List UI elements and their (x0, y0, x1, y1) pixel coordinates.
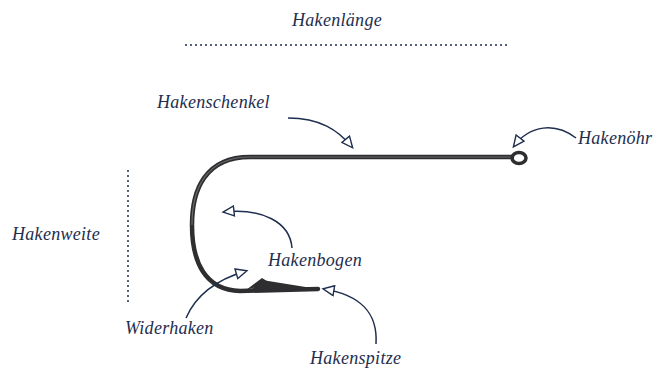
length-dimension (185, 44, 510, 46)
fish-hook (192, 153, 526, 292)
part-label: Hakenöhr (578, 128, 652, 149)
dimension-label: Hakenweite (12, 224, 100, 245)
part-label: Hakenbogen (268, 250, 362, 271)
part-label: Widerhaken (125, 318, 214, 339)
leader-arrows (186, 118, 576, 344)
dimension-label: Hakenlänge (292, 10, 382, 31)
part-label: Hakenspitze (310, 348, 401, 369)
part-label: Hakenschenkel (157, 92, 270, 113)
width-dimension (127, 170, 129, 302)
